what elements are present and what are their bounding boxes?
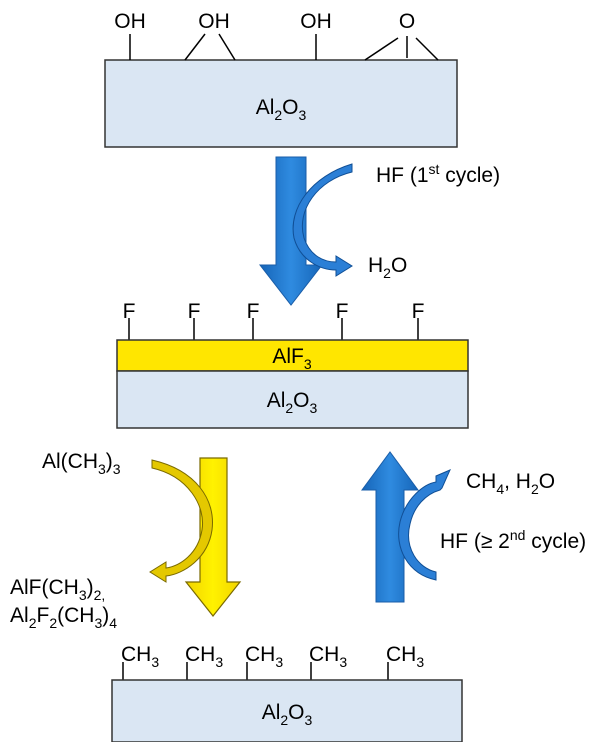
step3-curved-arrow: [398, 469, 451, 581]
step1-product-label: H2O: [368, 254, 407, 281]
bottom-substrate-block: [111, 679, 463, 743]
f-label-3: F: [247, 300, 260, 323]
step2-curved-arrow: [149, 459, 213, 583]
down-arrow-blue: [258, 156, 324, 306]
step2-product-line2: Al2F2(CH3)4: [10, 604, 117, 631]
step1-curved-arrow: [292, 163, 353, 277]
down-arrow-yellow: [184, 457, 242, 617]
o-bond-b: [415, 37, 439, 61]
o-label: O: [399, 10, 415, 33]
oh-bond-2a: [184, 33, 206, 61]
f-label-1: F: [123, 300, 136, 323]
step2-reactant-label: Al(CH3)3: [42, 450, 121, 477]
alf3-layer: [116, 339, 469, 372]
step3-reactant-label: HF (≥ 2nd cycle): [440, 527, 586, 553]
bottom-panel: CH3 CH3 CH3 CH3 CH3 Al2O3: [111, 643, 463, 743]
step2-product-line1: AlF(CH3)2,: [10, 576, 105, 603]
f-label-4: F: [336, 300, 349, 323]
oh-label-2: OH: [198, 10, 230, 33]
step2: Al(CH3)3 AlF(CH3)2, Al2F2(CH3)4: [10, 450, 242, 631]
bottom-substrate-label: Al2O3: [262, 701, 313, 728]
step1: HF (1st cycle) H2O: [258, 156, 500, 306]
middle-substrate-block: [116, 370, 469, 429]
top-panel: Al2O3 OH OH OH O: [104, 10, 458, 148]
oh-label-3: OH: [300, 10, 332, 33]
oh-label-1: OH: [114, 10, 146, 33]
ch3-label-3: CH3: [245, 643, 283, 670]
top-substrate-block: [104, 59, 458, 148]
ch3-label-1: CH3: [121, 643, 159, 670]
oh-bond-2b: [218, 33, 236, 61]
middle-substrate-label: Al2O3: [267, 389, 318, 416]
step3: CH4, H2O HF (≥ 2nd cycle): [361, 451, 586, 603]
step3-product-label: CH4, H2O: [466, 470, 555, 497]
top-substrate-label: Al2O3: [256, 96, 307, 123]
alf3-label: AlF3: [272, 345, 312, 372]
step1-reactant-label: HF (1st cycle): [376, 161, 500, 187]
f-label-2: F: [188, 300, 201, 323]
o-bond-a: [364, 37, 399, 61]
f-label-5: F: [412, 300, 425, 323]
middle-panel: F F F F F AlF3 Al2O3: [116, 300, 469, 429]
up-arrow-blue: [361, 451, 419, 603]
ch3-label-5: CH3: [386, 643, 424, 670]
ch3-label-2: CH3: [185, 643, 223, 670]
ch3-label-4: CH3: [309, 643, 347, 670]
